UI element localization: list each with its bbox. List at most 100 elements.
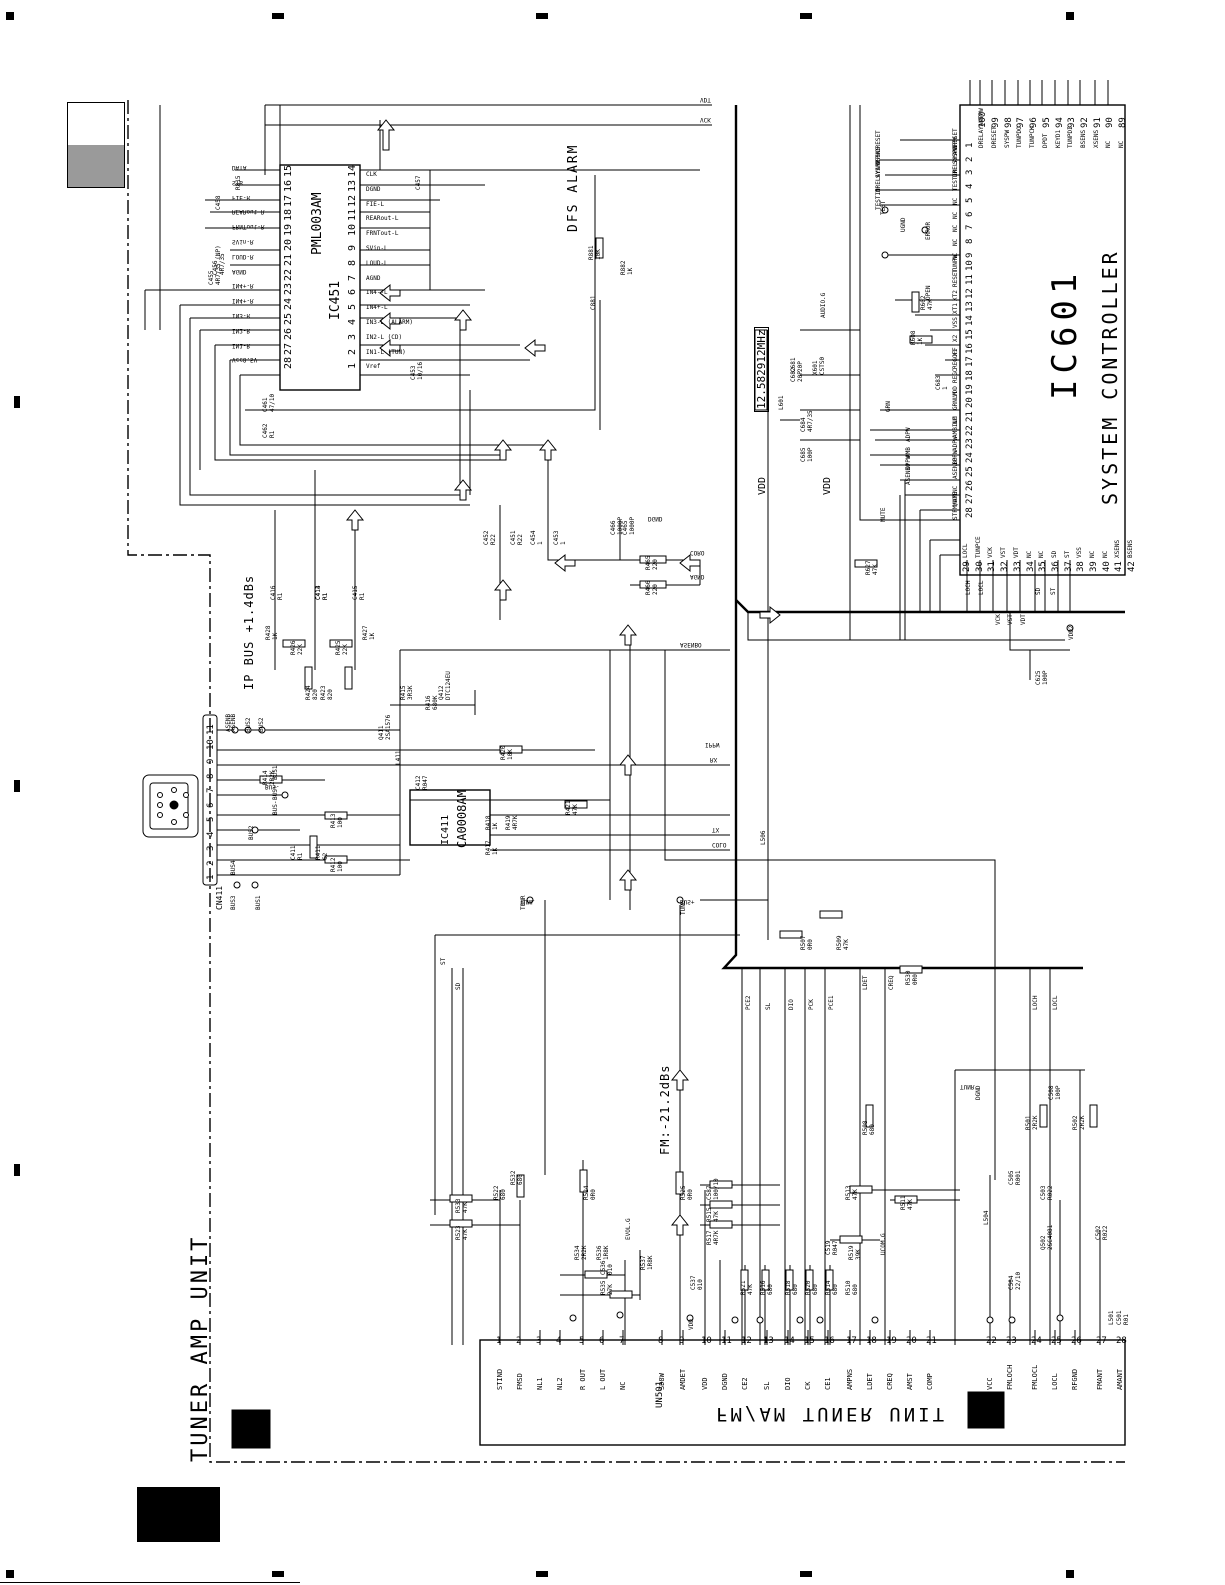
ic601-pin-name: TUNPCK [1029, 126, 1037, 148]
component-value: 100P [1042, 670, 1049, 685]
ic451-pin-number: 24 [283, 298, 294, 311]
ic601-pin-name: NC [1025, 550, 1033, 558]
ic451-pin-number: 7 [347, 274, 358, 281]
component-value: 100 [337, 817, 344, 828]
ic451-pin-name: Vref [366, 363, 381, 371]
component-value: 22K [297, 644, 304, 655]
ic601-pin-name: DRESET [991, 126, 998, 148]
tuner-bus-label: PCK [808, 999, 815, 1010]
tuner-pin-number: 24 [1031, 1336, 1042, 1346]
component-ref: C625 [1035, 670, 1042, 685]
connector-pin-number: 9 [206, 758, 216, 764]
component-ref: R627 [865, 560, 872, 575]
component-value: R022 [1047, 1185, 1054, 1200]
ic601-pin-number: 94 [1054, 117, 1065, 128]
component-ref: R466 [645, 580, 652, 595]
ic451-pin-name: IN3-L (ALARM) [366, 319, 413, 326]
ic601-pin-name: RESET [952, 268, 959, 287]
component-ref: C411 [290, 845, 297, 860]
ic451-pin-number: 16 [283, 179, 294, 192]
component-ref: R815 [235, 175, 242, 190]
tuner-pin-name: DGND [721, 1373, 729, 1390]
component-value: 10K [507, 749, 514, 760]
registration-mark [1066, 1570, 1074, 1578]
connector-pin-name: BUS2 [258, 717, 265, 732]
component-ref: X601 [812, 360, 819, 375]
bus-label: ASENBO [680, 641, 702, 648]
component-ref: C453 [553, 530, 560, 545]
component-ref: C465 [622, 520, 629, 535]
component-ref: R425 [335, 640, 342, 655]
ic601-pin-number: 33 [1012, 561, 1023, 572]
ic451-pin-number: 11 [347, 209, 358, 222]
ic601-pin-number: 10 [965, 260, 975, 272]
registration-mark [272, 1571, 284, 1577]
tuner-pin-name: AMPNS [846, 1368, 854, 1390]
component-ref: C454 [530, 530, 537, 545]
component-value: 0R0 [912, 974, 919, 985]
ic451-pin-name: IN4--L [366, 289, 388, 297]
ic601-pin-name: TESTIN [952, 169, 959, 192]
component-value: 4R7/35 [807, 410, 814, 432]
tuner-pin-name: AMST [906, 1373, 914, 1390]
ic601-pin-name: ADPW [952, 436, 959, 452]
tuner-pin-number: 19 [886, 1336, 897, 1346]
component-value: 47K [927, 299, 934, 310]
tuner-pin-name: FMLOCL [1031, 1364, 1039, 1390]
crystal-frequency: 12.582912MHz [754, 326, 769, 412]
tuner-pin-name: AMDET [679, 1368, 687, 1390]
ic601-pin-number: 8 [965, 238, 975, 244]
ic601-pin-name: XSENS [1092, 129, 1100, 148]
ic451-pin-number: 17 [283, 194, 294, 207]
ic601-pin-name: VCK [987, 547, 995, 558]
ic601-pin-number: 41 [1114, 561, 1125, 572]
component-ref: C505 [1008, 1170, 1015, 1185]
net-label: MUTE [880, 507, 887, 522]
component-value: 100/10 [713, 1178, 720, 1200]
component-ref: C466 [610, 520, 617, 535]
ic601-pin-number: 39 [1089, 561, 1099, 572]
tuner-pin-name: VDD [701, 1377, 709, 1390]
component-value: 47K [713, 1211, 720, 1222]
ic451-pin-number: 4 [347, 318, 358, 325]
ic451-pin-number: 20 [283, 238, 294, 251]
component-value: 680 [517, 1174, 524, 1185]
component-value: 1K [917, 337, 924, 345]
component-ref: C683 [935, 375, 942, 390]
component-ref: C462 [262, 423, 269, 438]
tuner-bus-label: ST [440, 957, 447, 965]
ic451-pin-name: REARout-R [232, 208, 265, 216]
component-value: 2R2K [269, 770, 276, 785]
ic451-pin-number: 3 [347, 333, 358, 340]
component-ref: R502 [1072, 1115, 1079, 1130]
ic451-pin-name: IN2-R [232, 326, 251, 334]
bus-label: IPPW [705, 741, 720, 748]
tuner-pin-name: FMLOCH [1006, 1364, 1014, 1390]
component-ref: L504 [983, 1210, 990, 1225]
ic451-pin-number: 21 [283, 253, 294, 266]
component-ref: R522 [493, 1185, 500, 1200]
component-value: 1K [492, 822, 499, 830]
note-dfs-alarm: DFS ALARM [566, 143, 581, 232]
tuner-pin-number: 18 [866, 1336, 877, 1346]
ic601-pin-name: NC [1089, 550, 1096, 558]
component-ref: R419 [505, 815, 512, 830]
component-value: R22 [517, 534, 524, 545]
component-ref: Q411 [378, 725, 385, 740]
component-value: 47/10 [269, 393, 276, 412]
ic601-pin-name: SD [1050, 550, 1058, 558]
connector-pin-number: 5 [206, 816, 216, 822]
tuner-pin-number: 2 [516, 1336, 522, 1346]
component-value: 680 [767, 1284, 774, 1295]
ic451-pin-number: 27 [283, 342, 294, 355]
net-label: DRELAYANTPW [875, 152, 882, 192]
component-ref: R465 [645, 555, 652, 570]
component-ref: R427 [362, 625, 369, 640]
component-ref: R511 [900, 1195, 907, 1210]
connector-pin-number: 4 [206, 831, 216, 837]
ic451-ref: IC451 [328, 280, 343, 320]
ic451-pin-name: IN4+-R [232, 282, 254, 290]
component-ref: C881 [590, 295, 597, 310]
registration-mark [1066, 12, 1074, 20]
ic601-pin-name: BSENS [1127, 539, 1135, 558]
